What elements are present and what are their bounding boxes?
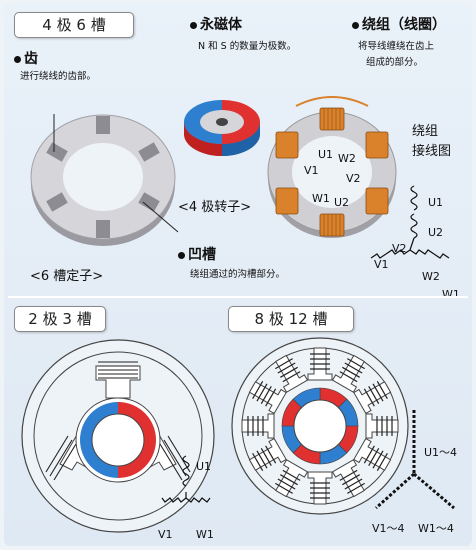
- wiring-diagram-top: [370, 185, 450, 259]
- bullet-icon: [14, 55, 21, 63]
- magnet-description: N 和 S 的数量为极数。: [198, 41, 297, 52]
- section-divider: [8, 296, 468, 298]
- bullet-icon: [178, 251, 185, 259]
- stator-tooth: [275, 354, 309, 393]
- title-8pole-12slot: 8 极 12 槽: [228, 306, 354, 332]
- stator-tooth: [248, 437, 287, 471]
- wiring-2pole-v1: V1: [158, 528, 173, 541]
- rotor-caption: <4 极转子>: [178, 200, 252, 215]
- title-4pole-6slot: 4 极 6 槽: [14, 12, 134, 38]
- wiring-label-u1: U1: [428, 196, 444, 209]
- coil-label-u2: U2: [334, 196, 350, 209]
- coil-label-w1: W1: [312, 192, 330, 205]
- wiring-8pole-v: V1～4: [372, 522, 405, 535]
- motor-2-pole-3-slot-drawing: [21, 339, 215, 533]
- coil-label-u1: U1: [318, 148, 334, 161]
- tooth-description: 进行绕线的齿部。: [20, 71, 97, 82]
- title-2pole-3slot: 2 极 3 槽: [14, 306, 106, 332]
- stator-tooth: [307, 347, 333, 381]
- wiring-label-w2: W2: [422, 270, 440, 283]
- slot-description: 绕组通过的沟槽部分。: [190, 269, 286, 280]
- coil-label-v2: V2: [346, 172, 361, 185]
- stator-tooth: [353, 437, 392, 471]
- winding-description-line1: 将导线缠绕在齿上: [358, 41, 435, 52]
- rotor-hub: [293, 399, 347, 453]
- stator-6-slot-drawing: [30, 114, 179, 246]
- wiring-label-w1: W1: [442, 288, 460, 301]
- stator-tooth: [248, 381, 287, 415]
- wiring-8pole-w: W1～4: [418, 522, 454, 535]
- wound-stator-drawing: [267, 96, 397, 238]
- coil-label-w2: W2: [338, 152, 356, 165]
- coil-label-v1: V1: [304, 164, 319, 177]
- wiring-diagram-title-line1: 绕组: [412, 124, 439, 139]
- winding-description-line2: 组成的部分。: [366, 57, 424, 68]
- slot-label: 凹槽: [178, 244, 216, 264]
- bullet-icon: [352, 21, 359, 29]
- stator-tooth: [275, 459, 309, 498]
- stator-tooth: [307, 471, 333, 505]
- wiring-label-v1: V1: [374, 258, 389, 271]
- motor-8-pole-12-slot-drawing: [231, 337, 409, 515]
- rotor-4-pole-drawing: [184, 100, 260, 156]
- wiring-label-u2: U2: [428, 226, 444, 239]
- bullet-icon: [190, 21, 197, 29]
- winding-label: 绕组（线圈）: [352, 14, 446, 34]
- wiring-diagram-8pole: [374, 410, 455, 510]
- magnet-label: 永磁体: [190, 14, 242, 34]
- wiring-2pole-w1: W1: [196, 528, 214, 541]
- stator-tooth: [331, 459, 365, 498]
- stator-tooth: [331, 354, 365, 393]
- wiring-2pole-u1: U1: [196, 460, 212, 473]
- stator-tooth: [365, 413, 399, 439]
- wiring-diagram-title-line2: 接线图: [412, 144, 452, 159]
- stator-tooth: [353, 381, 392, 415]
- tooth-label: 齿: [14, 48, 38, 68]
- stator-tooth: [241, 413, 275, 439]
- stator-caption: <6 槽定子>: [30, 269, 104, 284]
- wiring-label-v2: V2: [392, 242, 407, 255]
- wiring-8pole-u: U1～4: [424, 446, 458, 459]
- wiring-diagram-2pole: [161, 455, 211, 503]
